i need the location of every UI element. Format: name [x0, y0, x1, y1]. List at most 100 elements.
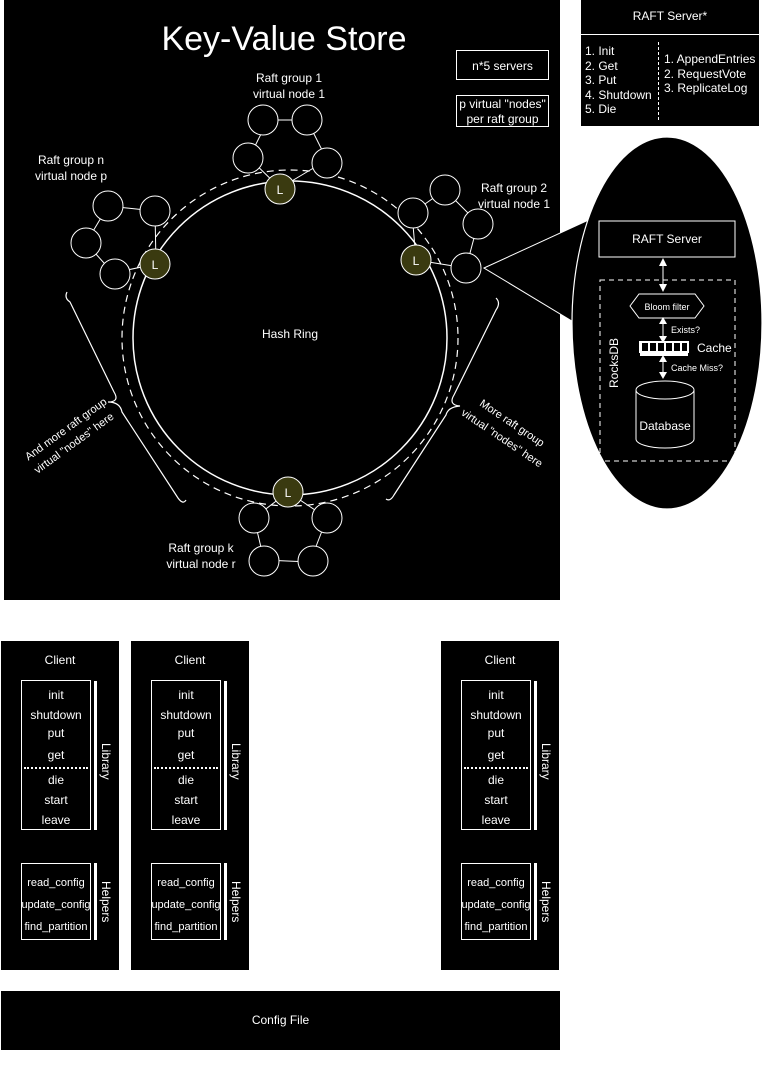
- rpc-api-item: 3. ReplicateLog: [664, 81, 748, 95]
- library-bracket: [534, 681, 537, 830]
- helpers-bracket: [534, 863, 537, 940]
- card-title-divider: [581, 34, 759, 35]
- leader-node-group-2: L: [400, 244, 432, 276]
- helpers-box: read_config update_config find_partition: [151, 863, 221, 940]
- helper-find-partition: find_partition: [24, 921, 88, 933]
- group-label-line2: virtual node 1: [477, 197, 551, 211]
- library-item-leave: leave: [481, 813, 511, 827]
- vnodes-legend-box: p virtual "nodes" per raft group: [456, 95, 549, 127]
- page-title: Key-Value Store: [161, 20, 407, 58]
- raft-group-n: [70, 190, 171, 290]
- library-item-put: put: [177, 726, 195, 740]
- library-bracket: [224, 681, 227, 830]
- bloom-filter-shape: [629, 293, 705, 319]
- helpers-label: Helpers: [539, 881, 553, 923]
- client-api-item: 5. Die: [585, 102, 617, 116]
- client-title: Client: [174, 653, 206, 667]
- database-label: Database: [639, 419, 691, 433]
- leader-node-group-n: L: [139, 248, 171, 280]
- vnodes-legend-line1: p virtual "nodes": [459, 97, 546, 111]
- library-box: init shutdown put get die start leave: [151, 680, 221, 830]
- library-bracket: [94, 681, 97, 830]
- library-item-init: init: [178, 688, 194, 702]
- helper-read-config: read_config: [467, 877, 525, 889]
- library-item-leave: leave: [171, 813, 201, 827]
- library-item-leave: leave: [41, 813, 71, 827]
- rpc-api-item: 1. AppendEntries: [664, 52, 756, 66]
- library-divider: [464, 767, 528, 769]
- library-item-die: die: [177, 773, 194, 787]
- zoom-raft-server-label: RAFT Server: [632, 232, 702, 246]
- config-file-label: Config File: [251, 1013, 310, 1027]
- group-label-line1: Raft group n: [37, 153, 105, 167]
- helper-read-config: read_config: [27, 877, 85, 889]
- raft-server-card: RAFT Server* 1. Init 2. Get 3. Put 4. Sh…: [581, 0, 759, 126]
- raft-group-n-label: Raft group n virtual node p: [16, 152, 126, 184]
- right-brace: [385, 297, 500, 501]
- library-box: init shutdown put get die start leave: [461, 680, 531, 830]
- zoom-overlay: RAFT Server RocksDB Bloom filter Exists?…: [482, 136, 763, 510]
- raft-group-1: [232, 104, 343, 189]
- library-item-shutdown: shutdown: [470, 708, 522, 722]
- raft-group-k-label: Raft group k virtual node r: [146, 540, 256, 572]
- library-label: Library: [539, 743, 553, 780]
- exists-label: Exists?: [671, 325, 700, 335]
- client-api-list: 1. Init 2. Get 3. Put 4. Shutdown 5. Die: [585, 44, 652, 117]
- library-label: Library: [99, 743, 113, 780]
- raft-group-k: [238, 491, 343, 577]
- client-api-item: 2. Get: [585, 58, 618, 73]
- helper-find-partition: find_partition: [464, 921, 528, 933]
- card-column-divider: [658, 42, 659, 120]
- config-file-panel: Config File: [1, 991, 560, 1050]
- library-divider: [24, 767, 88, 769]
- helpers-label: Helpers: [229, 881, 243, 923]
- library-divider: [154, 767, 218, 769]
- servers-legend-text: n*5 servers: [472, 59, 533, 73]
- client-api-item: 1. Init: [585, 44, 615, 58]
- raft-server-card-title: RAFT Server*: [632, 9, 708, 23]
- leader-label: L: [277, 183, 284, 197]
- zoom-raft-server-box: [598, 220, 736, 258]
- cache-label: Cache: [697, 341, 732, 355]
- group-label-line1: Raft group 1: [255, 71, 323, 85]
- leader-label: L: [152, 258, 159, 272]
- leader-node-group-k: L: [272, 476, 304, 508]
- helpers-bracket: [224, 863, 227, 940]
- library-item-die: die: [47, 773, 64, 787]
- library-item-init: init: [48, 688, 64, 702]
- client-panel-2: Client init shutdown put get die start l…: [131, 641, 249, 970]
- library-item-die: die: [487, 773, 504, 787]
- raft-group-1-label: Raft group 1 virtual node 1: [234, 70, 344, 102]
- group-label-line1: Raft group k: [168, 541, 234, 555]
- rpc-api-list: 1. AppendEntries 2. RequestVote 3. Repli…: [664, 52, 755, 96]
- group-label-line2: virtual node r: [166, 557, 236, 571]
- raft-group-2-label: Raft group 2 virtual node 1: [464, 180, 564, 212]
- rocksdb-box: [599, 279, 736, 462]
- library-item-init: init: [488, 688, 504, 702]
- leader-label: L: [285, 486, 292, 500]
- helpers-box: read_config update_config find_partition: [461, 863, 531, 940]
- library-item-start: start: [44, 793, 68, 807]
- helpers-box: read_config update_config find_partition: [21, 863, 91, 940]
- helpers-label: Helpers: [99, 881, 113, 923]
- raft-group-2: [397, 174, 494, 284]
- left-brace: [65, 291, 187, 503]
- bloom-filter-label: Bloom filter: [644, 302, 689, 312]
- group-label-line1: Raft group 2: [480, 181, 548, 195]
- helper-update-config: update_config: [151, 899, 221, 911]
- helpers-bracket: [94, 863, 97, 940]
- cache-miss-label: Cache Miss?: [671, 363, 723, 373]
- library-item-shutdown: shutdown: [30, 708, 82, 722]
- rocksdb-label: RocksDB: [607, 338, 621, 388]
- hash-ring-dashed-circle: [121, 169, 459, 507]
- group-label-line2: virtual node p: [34, 169, 108, 183]
- library-item-get: get: [487, 748, 505, 762]
- leader-label: L: [413, 254, 420, 268]
- client-title: Client: [44, 653, 76, 667]
- group-label-line2: virtual node 1: [252, 87, 326, 101]
- library-label: Library: [229, 743, 243, 780]
- library-item-start: start: [174, 793, 198, 807]
- library-item-get: get: [47, 748, 65, 762]
- hash-ring-label: Hash Ring: [261, 327, 319, 341]
- database-icon: [635, 380, 695, 449]
